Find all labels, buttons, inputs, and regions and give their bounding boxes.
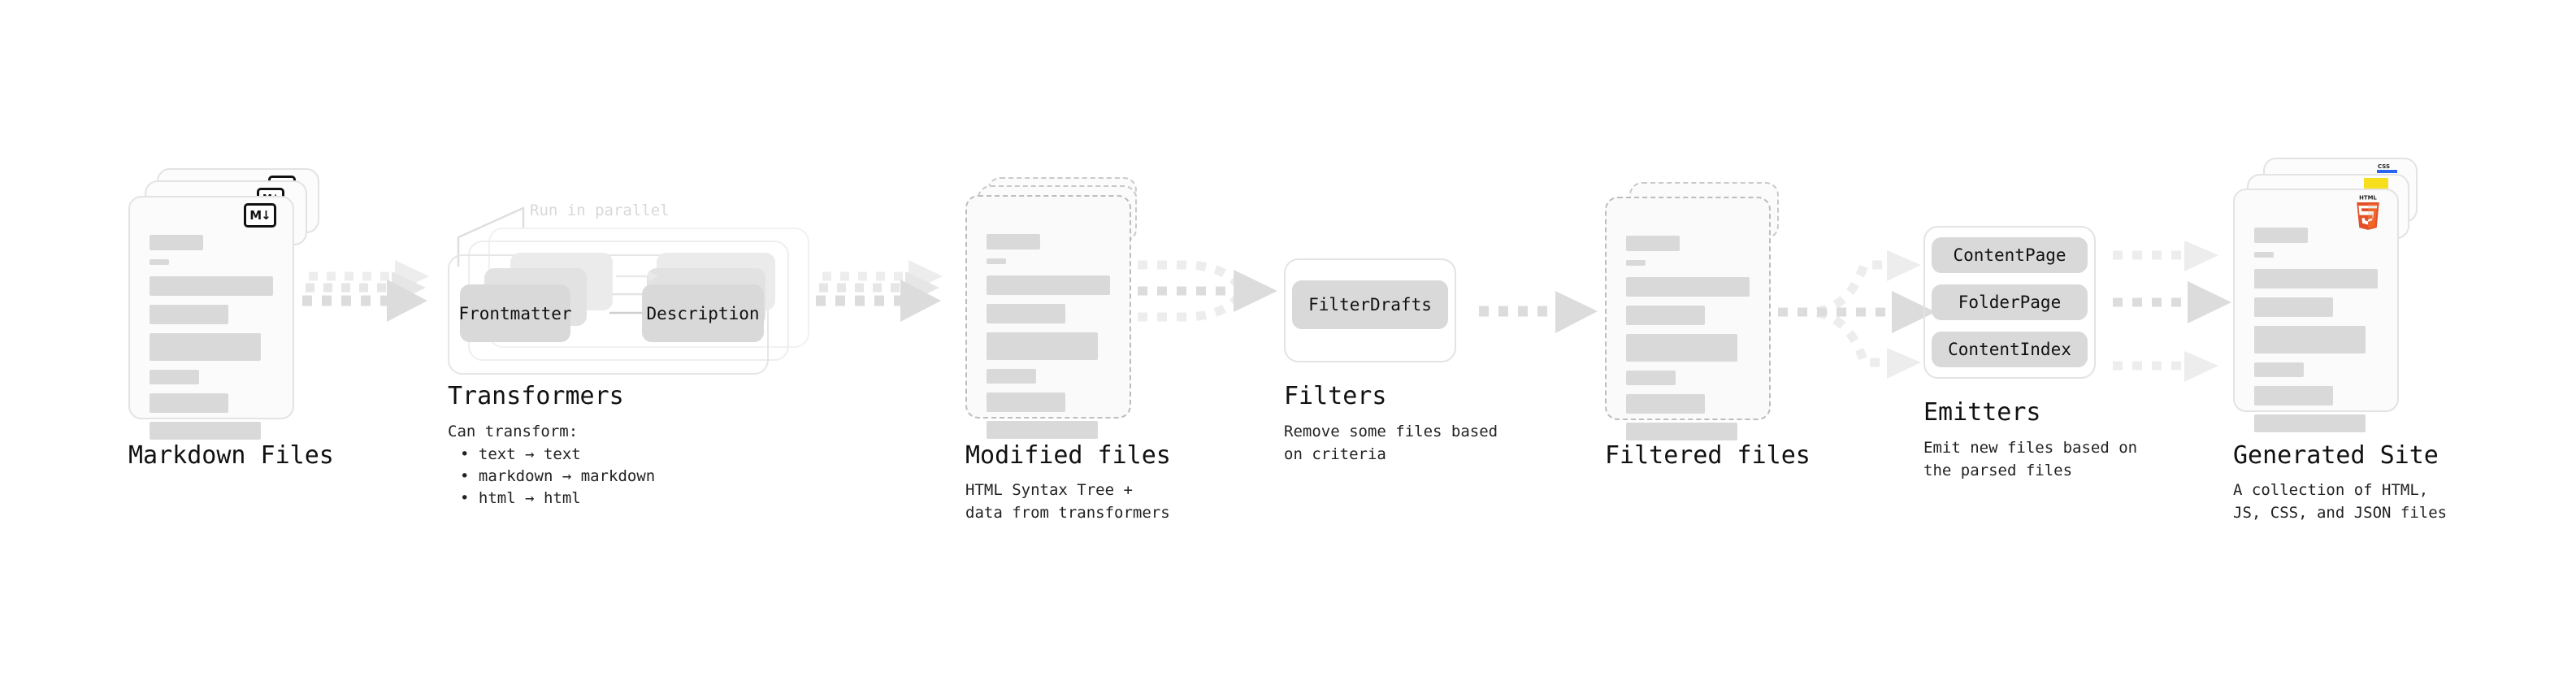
- document-line: [1626, 334, 1737, 362]
- document-line: [2254, 228, 2308, 243]
- svg-text:CSS: CSS: [2378, 163, 2390, 170]
- stage-caption-transformers: Can transform:: [448, 423, 579, 440]
- stage-caption-modified-files: HTML Syntax Tree + data from transformer…: [965, 481, 1170, 522]
- filtered-file-card: [1605, 197, 1771, 440]
- document-line: [2254, 252, 2274, 258]
- document-line: [987, 332, 1098, 360]
- document-line: [987, 258, 1006, 264]
- markdown-icon: M↓: [244, 203, 276, 228]
- html5-icon: HTML: [2357, 194, 2379, 230]
- generated-file-card: [2233, 189, 2399, 432]
- transformer-chip-frontmatter[interactable]: Frontmatter: [458, 284, 572, 342]
- document-line: [2254, 414, 2366, 432]
- document-line: [987, 234, 1040, 249]
- document-line-group: [150, 235, 273, 449]
- emitters-chip-contentpage[interactable]: ContentPage: [1932, 237, 2088, 273]
- document-line: [1626, 277, 1750, 297]
- document-line: [150, 333, 261, 361]
- emitters-group-frame: [1923, 226, 2096, 379]
- document-line: [1626, 236, 1680, 251]
- document-line: [1626, 371, 1676, 385]
- document-line: [150, 422, 261, 440]
- document-line: [2254, 362, 2304, 377]
- transformer-bullet-1: • markdown → markdown: [460, 467, 656, 485]
- connector-emitters-to-site: [2113, 241, 2231, 382]
- document-line: [150, 259, 169, 265]
- document-line: [1626, 306, 1706, 325]
- document-line: [987, 304, 1066, 323]
- transformer-chip-description[interactable]: Description: [642, 284, 764, 342]
- stage-caption-filters: Remove some files based on criteria: [1284, 423, 1498, 463]
- stage-caption-emitters: Emit new files based on the parsed files: [1923, 439, 2138, 479]
- stage-title-filtered-files: Filtered files: [1605, 441, 1811, 470]
- filters-chip-filterdrafts[interactable]: FilterDrafts: [1292, 280, 1448, 329]
- document-line: [2254, 269, 2378, 288]
- document-line: [150, 393, 229, 413]
- connector-md-to-transformers: [302, 260, 429, 322]
- document-line: [1626, 423, 1737, 440]
- stage-title-modified-files: Modified files: [965, 441, 1171, 470]
- connector-filtered-to-emitters: [1778, 250, 1936, 379]
- stage-title-generated-site: Generated Site: [2233, 441, 2439, 470]
- document-line: [150, 276, 273, 296]
- document-line-group: [987, 234, 1110, 448]
- document-line: [1626, 394, 1706, 414]
- emitters-chip-contentindex[interactable]: ContentIndex: [1932, 332, 2088, 367]
- document-line: [150, 235, 203, 250]
- stage-title-filters: Filters: [1284, 382, 1387, 410]
- stage-caption-generated-site: A collection of HTML, JS, CSS, and JSON …: [2233, 481, 2448, 522]
- document-line: [987, 393, 1066, 412]
- document-line-group: [2254, 228, 2378, 441]
- transformer-bullet-2: • html → html: [460, 489, 581, 507]
- document-line: [2254, 297, 2334, 317]
- document-line: [1626, 260, 1646, 266]
- document-line-group: [1626, 236, 1750, 449]
- svg-text:HTML: HTML: [2359, 194, 2377, 201]
- document-line: [987, 421, 1098, 439]
- document-line: [150, 305, 229, 324]
- stage-title-emitters: Emitters: [1923, 398, 2041, 427]
- css3-icon: CSS: [2377, 163, 2397, 173]
- transformer-bullet-0: • text → text: [460, 445, 581, 463]
- document-line: [2254, 386, 2334, 406]
- document-line: [987, 275, 1110, 295]
- connector-modified-to-filters: [1138, 260, 1277, 322]
- connector-transformers-to-modified: [816, 260, 943, 322]
- document-line: [987, 369, 1036, 384]
- document-line: [2254, 326, 2366, 354]
- stage-title-markdown-files: Markdown Files: [128, 441, 334, 470]
- modified-file-card: [965, 195, 1131, 439]
- filters-group-frame: [1284, 258, 1456, 362]
- run-in-parallel-label: Run in parallel: [530, 202, 670, 219]
- emitters-chip-folderpage[interactable]: FolderPage: [1932, 284, 2088, 320]
- markdown-file-card: [128, 196, 294, 440]
- document-line: [150, 370, 199, 384]
- stage-title-transformers: Transformers: [448, 382, 624, 410]
- run-in-parallel-bracket: [457, 206, 525, 267]
- connector-filters-to-filtered: [1479, 291, 1598, 333]
